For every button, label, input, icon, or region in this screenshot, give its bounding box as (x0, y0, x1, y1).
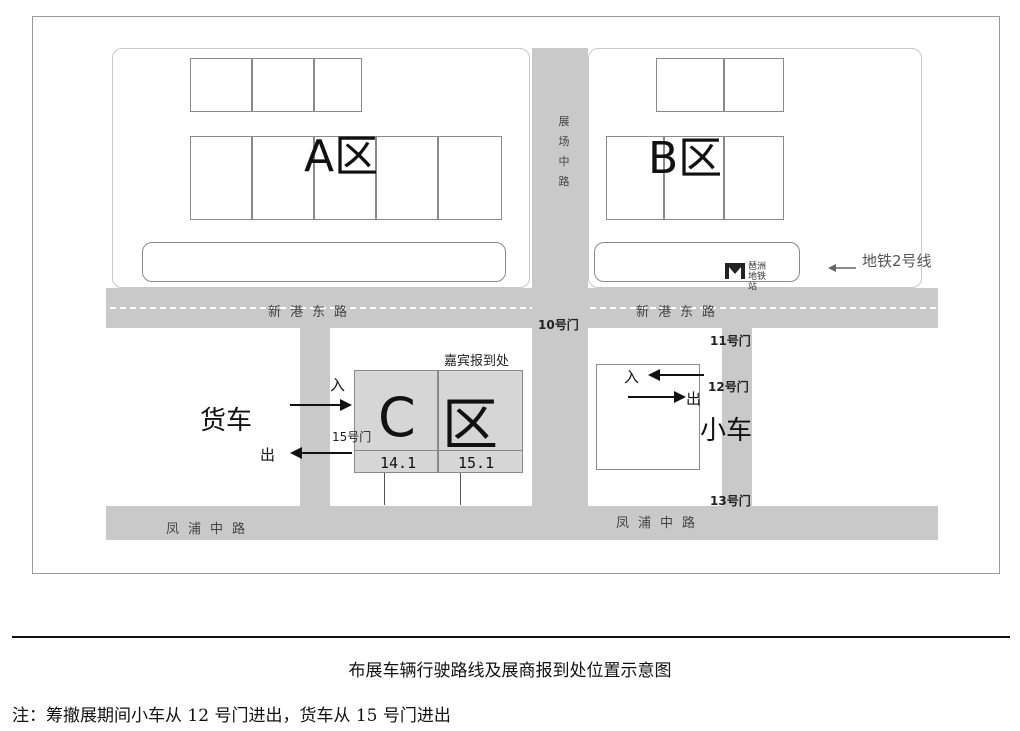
gate-10-label: 10号门 (538, 318, 579, 332)
metro-logo-icon (725, 263, 745, 279)
road-left-vertical (300, 328, 330, 506)
metro-station-label: 琶洲地铁站 (748, 262, 767, 292)
zone-b-hall (724, 136, 784, 220)
zone-a-hall (252, 58, 314, 112)
gate-15-label: 15号门 (332, 430, 372, 444)
zone-a-bar (142, 242, 506, 282)
road-right-vertical (722, 328, 752, 506)
zone-a-hall (314, 58, 362, 112)
road-label-fengpu-right: 凤浦中路 (616, 516, 705, 531)
truck-out-arrow-icon (290, 447, 352, 459)
caption-divider (12, 636, 1010, 638)
figure-note: 注：筹撤展期间小车从 12 号门进出，货车从 15 号门进出 (12, 706, 451, 726)
figure-caption: 布展车辆行驶路线及展商报到处位置示意图 (348, 661, 672, 681)
truck-label: 货车 (200, 406, 253, 436)
car-in-arrow-icon (648, 369, 704, 381)
road-zhanchang (532, 48, 588, 540)
truck-in-arrow-icon (290, 399, 352, 411)
car-out-label: 出 (686, 390, 702, 408)
zone-c-booth-14-1 (354, 370, 438, 473)
zone-a-hall (190, 136, 252, 220)
zone-a-hall (314, 136, 376, 220)
truck-out-label: 出 (260, 446, 276, 464)
zone-c-letter: C (378, 386, 416, 449)
metro-arrow-icon (828, 264, 856, 272)
road-label-zhanchang: 展场中路 (558, 115, 570, 188)
booth-pillar (460, 473, 461, 505)
road-xingang-lane-divider (110, 307, 936, 309)
truck-in-label: 入 (330, 376, 346, 394)
car-label: 小车 (700, 416, 753, 446)
zone-a-hall (376, 136, 438, 220)
road-label-xingang-right: 新港东路 (636, 305, 725, 320)
gate-13-label: 13号门 (710, 494, 751, 508)
zone-a-label: A区 (304, 131, 379, 182)
booth-label-15-1: 15.1 (458, 454, 495, 472)
zone-c-booth-divider (354, 450, 523, 451)
car-out-arrow-icon (628, 391, 686, 403)
gate-12-label: 12号门 (708, 380, 749, 394)
zone-b-hall (724, 58, 784, 112)
booth-label-14-1: 14.1 (380, 454, 417, 472)
gate-11-label: 11号门 (710, 334, 751, 348)
zone-c-booth-15-1 (438, 370, 523, 473)
zone-a-hall (252, 136, 314, 220)
car-in-label: 入 (624, 368, 640, 386)
metro-line-label: 地铁2号线 (862, 252, 932, 270)
zone-b-hall (664, 136, 724, 220)
right-building (596, 364, 700, 470)
zone-b-label: B区 (648, 133, 723, 184)
zone-a-hall (190, 58, 252, 112)
zone-b-hall (656, 58, 724, 112)
zone-a-hall (438, 136, 502, 220)
road-fengpu (106, 506, 938, 540)
booth-pillar (384, 473, 385, 505)
road-label-xingang-left: 新港东路 (268, 305, 357, 320)
zone-b-bar (594, 242, 800, 282)
road-label-fengpu-left: 凤浦中路 (166, 522, 255, 537)
zone-b-hall (606, 136, 664, 220)
vip-registration-label: 嘉宾报到处 (444, 354, 510, 369)
zone-c-char: 区 (442, 393, 498, 458)
